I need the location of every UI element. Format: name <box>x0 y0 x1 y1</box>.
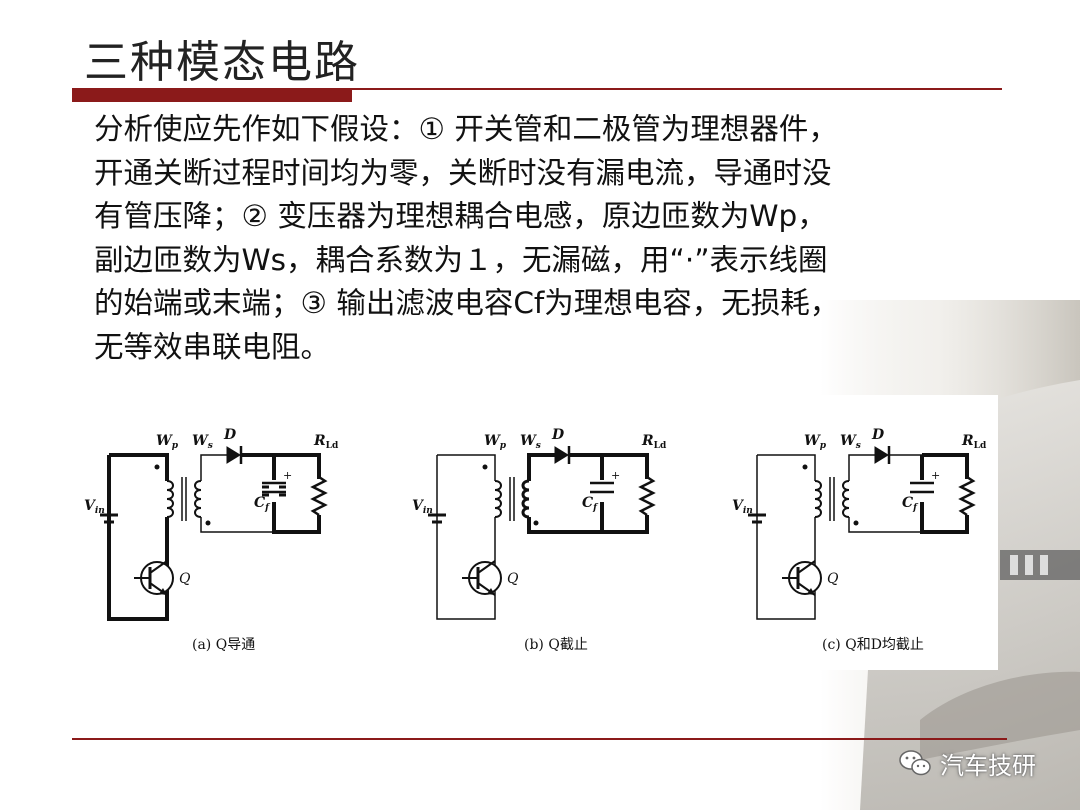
dot-marker <box>482 464 488 470</box>
title-divider <box>72 88 1002 90</box>
caption-a: (a) Q导通 <box>192 637 255 653</box>
label-vin: Vin <box>732 498 753 516</box>
label-d: D <box>871 427 885 443</box>
dot-marker <box>802 464 808 470</box>
label-cf: Cf <box>254 495 271 513</box>
label-wp: Wp <box>804 433 827 451</box>
dot-marker <box>533 520 539 526</box>
footer-divider <box>72 738 1007 740</box>
circuit-a-labels: Wp Ws D RLd Cf + Vin Q (a) Q导通 <box>84 427 339 653</box>
label-rld: RLd <box>641 433 667 451</box>
label-q: Q <box>179 571 191 587</box>
dot-marker <box>853 520 859 526</box>
label-ws: Ws <box>520 433 541 451</box>
text-line: 分析使应先作如下假设：① 开关管和二极管为理想器件， <box>94 112 838 146</box>
label-cf: Cf <box>582 495 599 513</box>
title-accent-bar <box>72 90 352 102</box>
dot-marker <box>154 464 160 470</box>
text-line: 开通关断过程时间均为零，关断时没有漏电流，导通时没 <box>94 155 832 190</box>
flyback-mode-circuits: Wp Ws D RLd Cf + Vin Q (a) Q导通 <box>84 427 987 653</box>
label-rld: RLd <box>961 433 987 451</box>
circuit-b-labels: Wp Ws D RLd Cf + Vin Q (b) Q截止 <box>412 427 667 653</box>
label-ws: Ws <box>192 433 213 451</box>
label-ws: Ws <box>840 433 861 451</box>
label-plus: + <box>611 469 620 482</box>
circuit-b <box>428 446 656 620</box>
text-line: 无等效串联电阻。 <box>94 329 331 364</box>
label-plus: + <box>283 469 292 482</box>
circuit-figure-panel: Wp Ws D RLd Cf + Vin Q (a) Q导通 <box>64 395 998 670</box>
text-line: 有管压降；② 变压器为理想耦合电感，原边匝数为Wp， <box>94 199 827 233</box>
label-d: D <box>551 427 565 443</box>
brand-name: 汽车技研 <box>940 751 1036 780</box>
wechat-icon <box>899 750 931 776</box>
caption-c: (c) Q和D均截止 <box>822 637 924 653</box>
label-d: D <box>223 427 237 443</box>
assumptions-text: 分析使应先作如下假设：① 开关管和二极管为理想器件， 开通关断过程时间均为零，关… <box>94 108 1004 369</box>
label-q: Q <box>827 571 839 587</box>
page-title: 三种模态电路 <box>84 37 360 88</box>
label-vin: Vin <box>84 498 105 516</box>
text-line: 的始端或末端；③ 输出滤波电容Cf为理想电容，无损耗， <box>94 286 840 320</box>
label-plus: + <box>931 469 940 482</box>
text-line: 副边匝数为Ws，耦合系数为１，无漏磁，用“·”表示线圈 <box>94 242 828 277</box>
label-cf: Cf <box>902 495 919 513</box>
brand-watermark: 汽车技研 <box>898 745 1036 781</box>
circuit-c <box>748 446 976 620</box>
dot-marker <box>205 520 211 526</box>
caption-b: (b) Q截止 <box>524 637 588 653</box>
label-rld: RLd <box>313 433 339 451</box>
circuit-c-labels: Wp Ws D RLd Cf + Vin Q (c) Q和D均截止 <box>732 427 987 653</box>
label-wp: Wp <box>156 433 179 451</box>
label-vin: Vin <box>412 498 433 516</box>
circuit-a <box>100 446 328 621</box>
label-q: Q <box>507 571 519 587</box>
label-wp: Wp <box>484 433 507 451</box>
